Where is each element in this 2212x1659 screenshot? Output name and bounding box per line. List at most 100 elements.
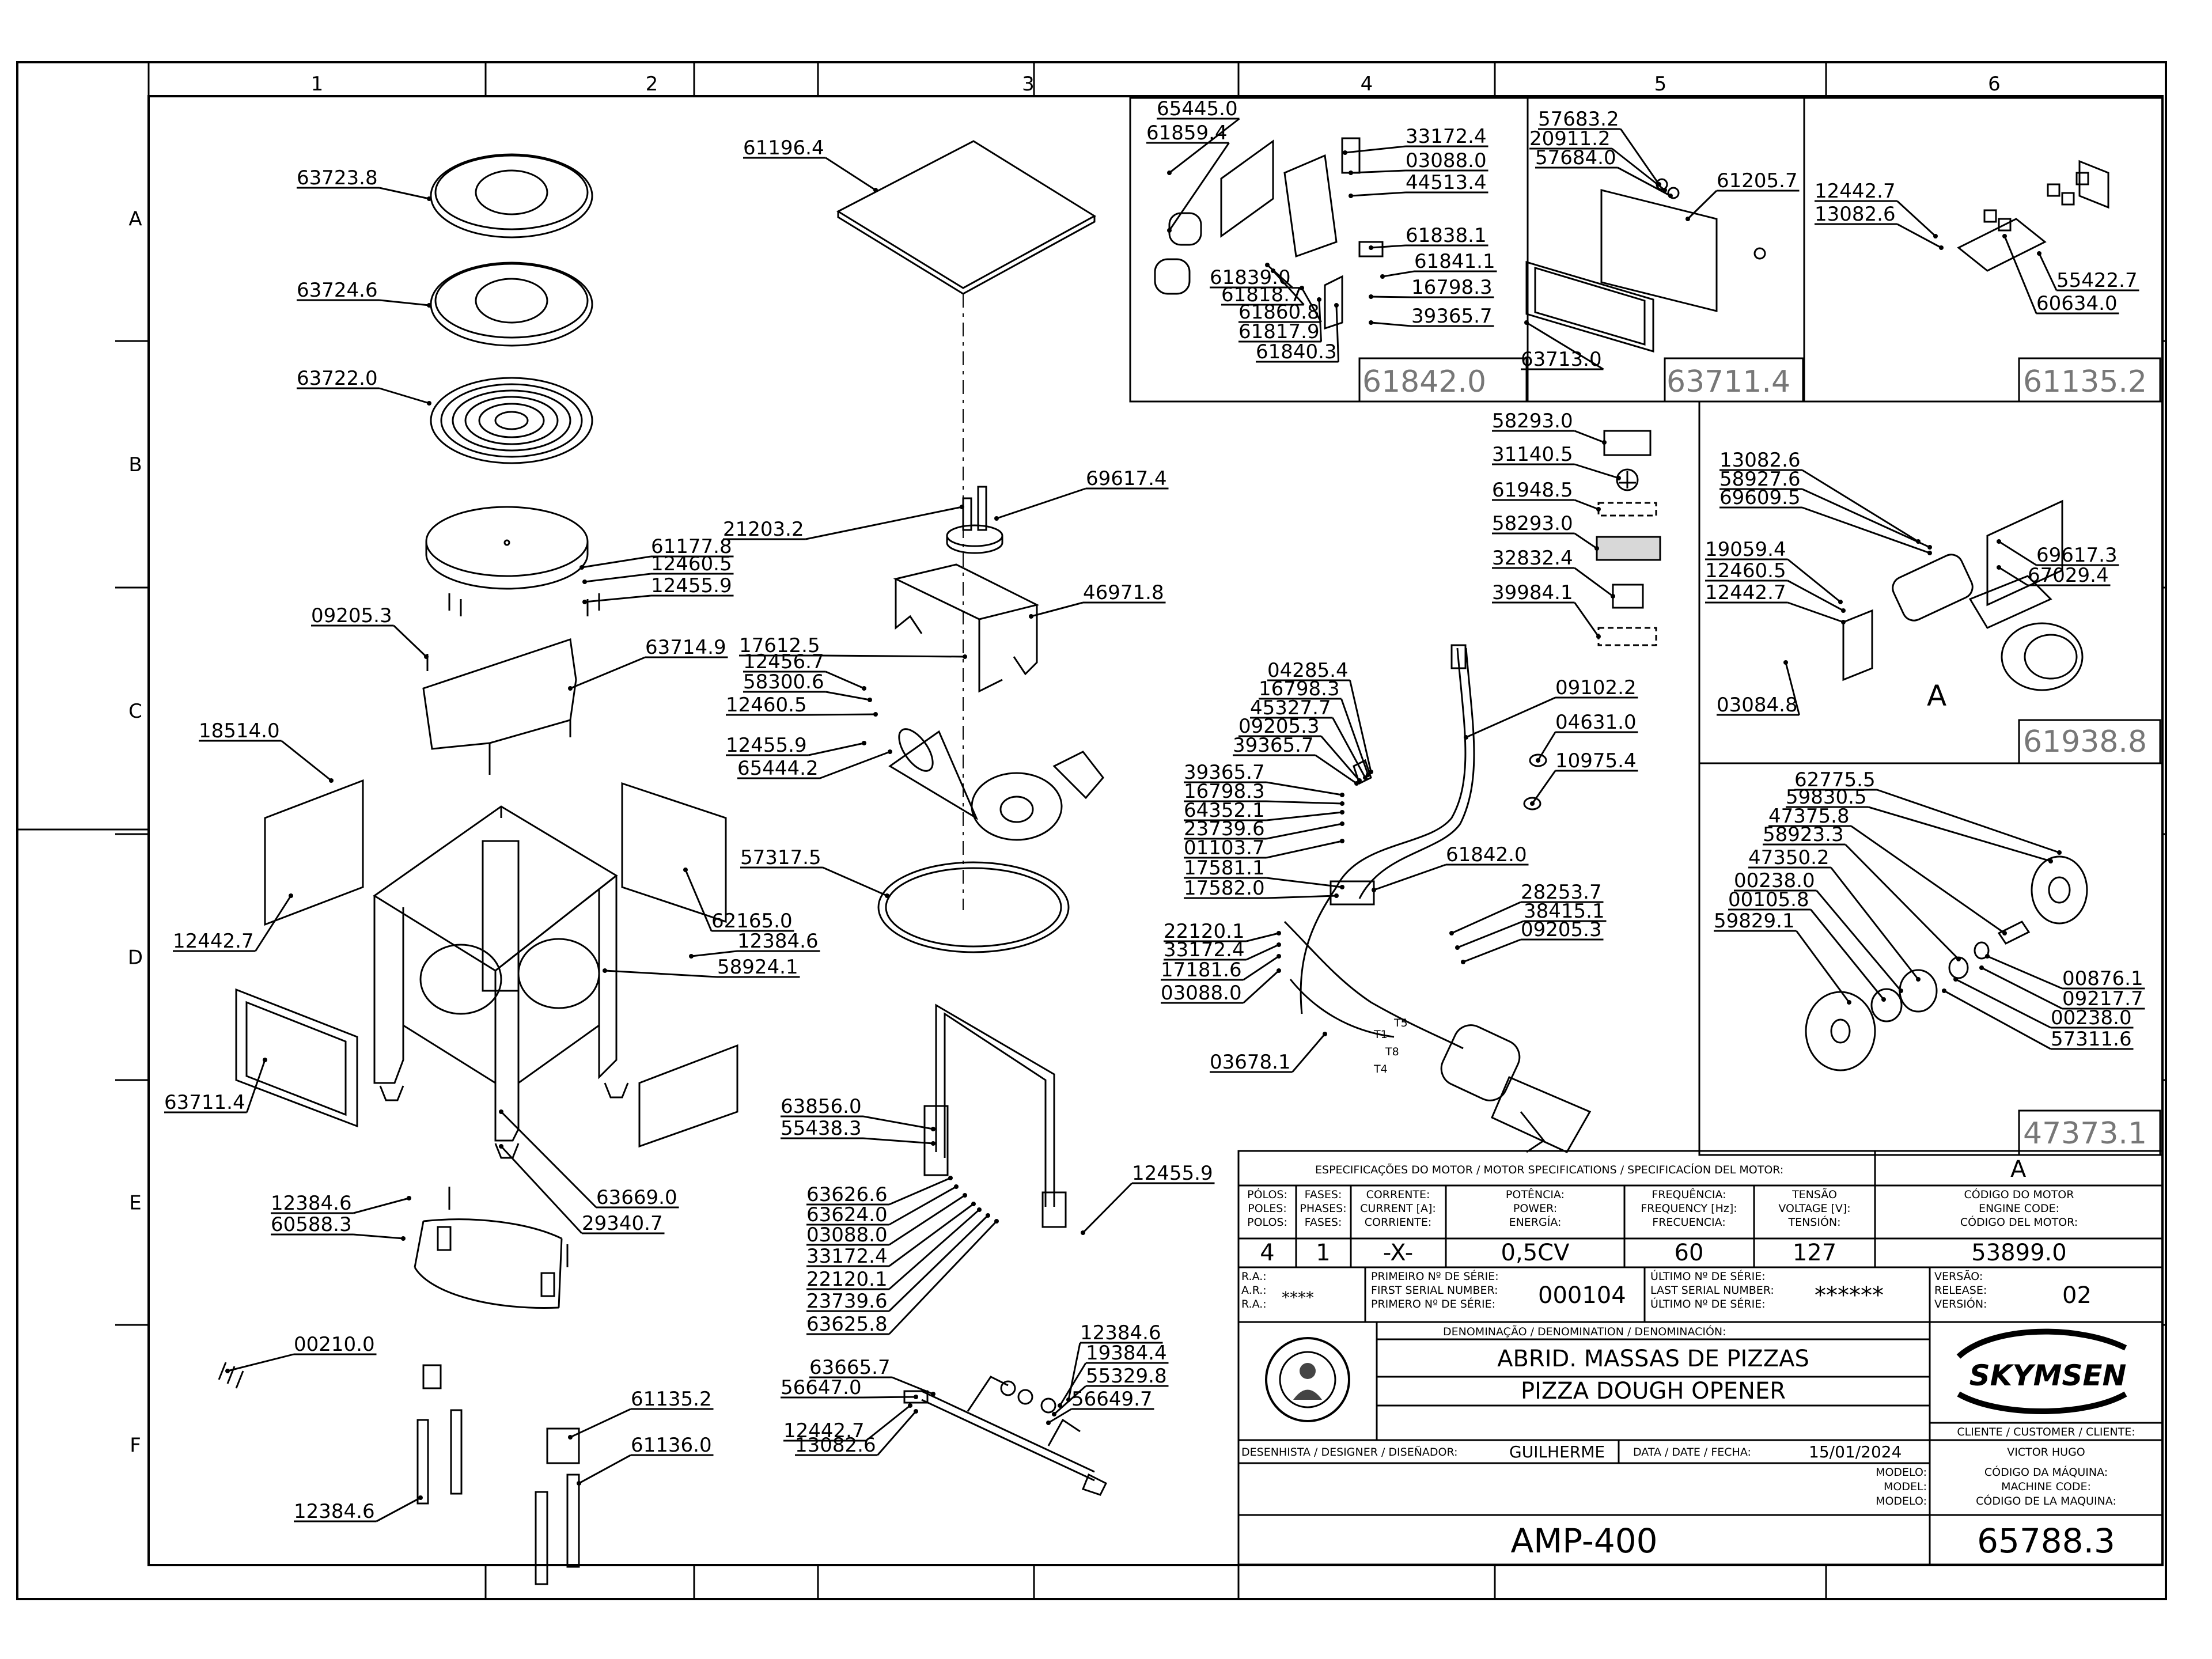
part-callout: 63714.9	[568, 636, 728, 691]
leader-line	[684, 869, 713, 931]
part-number: 09102.2	[1555, 676, 1637, 699]
leader-dot	[1323, 1032, 1327, 1036]
part-callout: 59830.5	[1786, 786, 2053, 863]
leader-dot	[986, 1213, 990, 1218]
leader-dot	[1369, 245, 1373, 250]
leader-dot	[1046, 1421, 1051, 1425]
leader-line	[863, 1115, 934, 1130]
motor-spec-value: 4	[1260, 1240, 1274, 1266]
leader-dot	[1271, 268, 1275, 273]
part-callout: 47375.8	[1768, 805, 2007, 935]
motor-spec-letter: A	[2010, 1156, 2027, 1183]
designer-value: GUILHERME	[1509, 1442, 1605, 1461]
part-number: 61817.9	[1238, 320, 1320, 343]
leader-line	[1315, 754, 1357, 785]
model-label: MODEL:	[1884, 1480, 1927, 1493]
leader-dot	[689, 954, 694, 959]
part-callout: 17582.0	[1184, 877, 1339, 900]
leader-line	[1687, 190, 1718, 220]
part-number: 16798.3	[1259, 677, 1340, 700]
part-callout: 63722.0	[297, 367, 431, 406]
sticker-set	[1596, 430, 1661, 646]
leader-line	[1787, 601, 1844, 623]
part-callout: 64352.1	[1184, 799, 1344, 822]
part-number: 45327.7	[1250, 696, 1331, 719]
leader-line	[578, 1454, 631, 1484]
leader-dot	[873, 712, 878, 717]
part-number: 47375.8	[1768, 805, 1850, 828]
row-marker: C	[128, 700, 142, 723]
leader-dot	[427, 401, 431, 406]
part-callout: 63665.7	[809, 1356, 935, 1396]
part-number: 12460.5	[726, 694, 807, 717]
part-number: 63856.0	[781, 1095, 862, 1118]
leader-dot	[577, 1481, 581, 1486]
part-number: 33172.4	[1164, 938, 1245, 961]
leader-dot	[1939, 245, 1944, 250]
side-panels	[235, 779, 738, 1148]
leader-line	[1611, 147, 1665, 191]
part-callout: 00876.1	[1985, 954, 2145, 990]
part-number: 61841.1	[1414, 250, 1495, 273]
part-number: 65444.2	[737, 757, 819, 780]
part-callout: 62165.0	[683, 868, 794, 933]
motor-spec-heading: FREQUENCY [Hz]:	[1641, 1202, 1737, 1215]
part-callout: 17612.5	[739, 634, 967, 659]
leader-dot	[908, 1403, 912, 1408]
leader-dot	[868, 698, 872, 702]
leader-line	[1617, 166, 1671, 197]
leader-dot	[1596, 634, 1601, 639]
part-number: 61196.4	[743, 137, 824, 160]
leader-dot	[963, 1193, 967, 1198]
leader-line	[1266, 800, 1343, 805]
leader-line	[604, 969, 718, 978]
last-serial-value: ******	[1815, 1282, 1884, 1309]
leader-line	[1868, 806, 2051, 862]
leader-line	[1465, 696, 1556, 738]
motor-spec-heading: TENSÃO	[1791, 1188, 1837, 1201]
leader-dot	[582, 579, 587, 584]
model-value: AMP-400	[1510, 1521, 1657, 1560]
part-number: 69617.4	[1086, 467, 1167, 490]
part-callout: 57311.6	[1942, 988, 2134, 1051]
leader-dot	[1081, 1230, 1085, 1235]
leader-dot	[1340, 793, 1344, 797]
part-number: 04285.4	[1267, 659, 1349, 682]
part-callout: 61841.1	[1380, 250, 1497, 279]
motor-spec-value: 127	[1793, 1240, 1836, 1266]
round-plate	[425, 506, 600, 616]
leader-dot	[885, 893, 889, 898]
part-callout: 65445.0	[1157, 97, 1240, 175]
client-value: VICTOR HUGO	[2007, 1446, 2085, 1459]
motor-spec-heading: CURRENT [A]:	[1360, 1202, 1436, 1215]
part-number: 57311.6	[2051, 1028, 2132, 1051]
part-number: 13082.6	[1815, 203, 1896, 226]
part-callout: 09217.7	[1979, 965, 2145, 1010]
part-callout: 12455.9	[1081, 1162, 1215, 1235]
top-plate	[836, 140, 1096, 910]
part-callout: 12442.7	[783, 1403, 912, 1442]
part-number: 63669.0	[596, 1186, 677, 1209]
part-number: 12384.6	[271, 1192, 352, 1215]
leader-line	[1896, 223, 1942, 249]
part-callout: 63724.6	[297, 279, 431, 308]
lower-linkage	[903, 1376, 1108, 1496]
leader-dot	[1343, 150, 1347, 155]
part-number: 61840.3	[1256, 340, 1337, 363]
leader-dot	[1357, 778, 1362, 783]
leader-dot	[2002, 931, 2007, 935]
motor-spec-heading: PHASES:	[1300, 1202, 1346, 1215]
part-number: 21203.2	[723, 518, 804, 541]
leader-line	[888, 1209, 980, 1290]
detail-code-2: 63711.4	[1666, 365, 1790, 399]
leader-dot	[1985, 954, 1990, 959]
part-number: 00238.0	[2051, 1006, 2132, 1029]
leader-dot	[1464, 735, 1468, 740]
part-number: 44513.4	[1406, 171, 1487, 194]
version-label: RELEASE:	[1934, 1284, 1987, 1297]
leader-dot	[914, 1409, 918, 1414]
leader-line	[1810, 909, 1885, 1000]
part-callout: 67029.4	[1997, 564, 2111, 587]
part-number: 63624.0	[806, 1203, 888, 1226]
